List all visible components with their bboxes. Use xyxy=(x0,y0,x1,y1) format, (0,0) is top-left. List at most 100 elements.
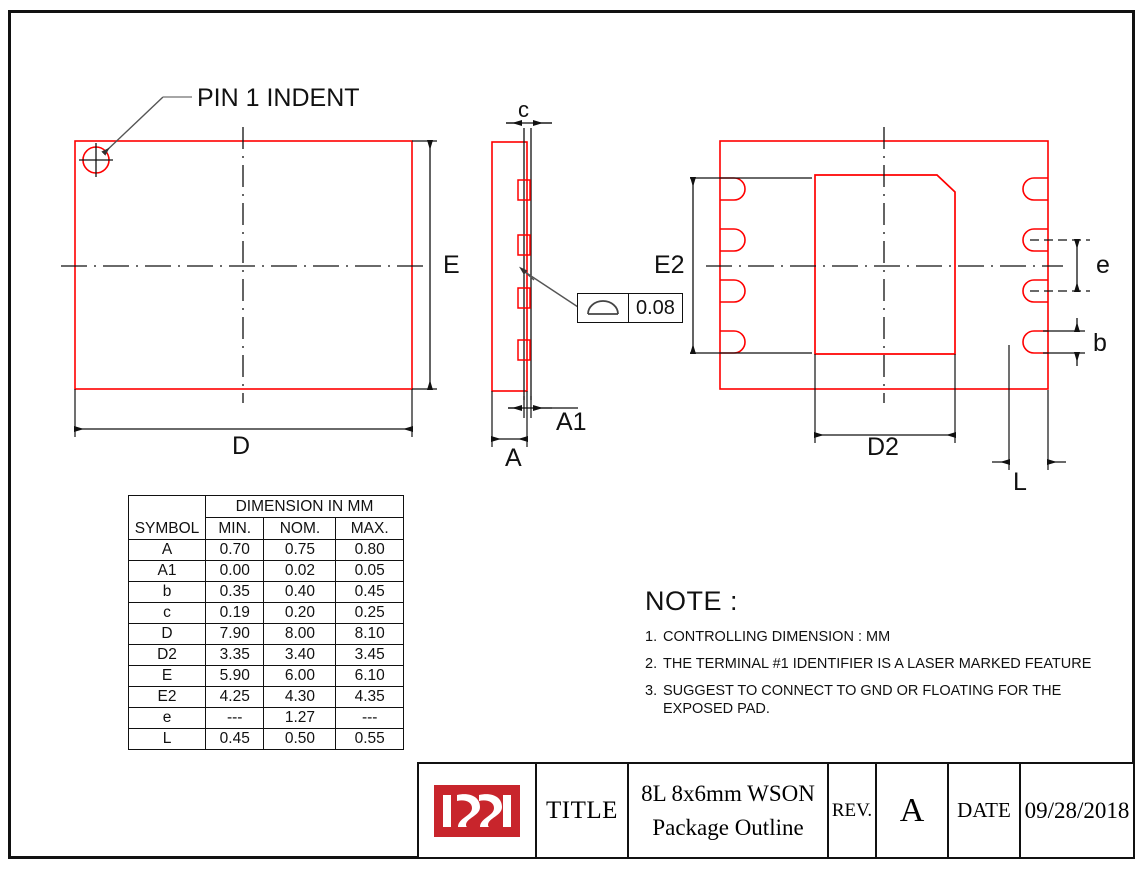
bottom-view-D2-dimension-label: D2 xyxy=(867,433,899,461)
table-cell-max: 0.05 xyxy=(335,560,404,582)
table-cell-symbol: D2 xyxy=(128,644,206,666)
issi-logo xyxy=(434,784,520,837)
top-view-E-dimension-label: E xyxy=(443,251,460,279)
title-line-1: 8L 8x6mm WSON xyxy=(641,781,815,807)
table-cell-symbol: E xyxy=(128,665,206,687)
table-cell-max: 8.10 xyxy=(335,623,404,645)
note-text: SUGGEST TO CONNECT TO GND OR FLOATING FO… xyxy=(663,683,1062,718)
table-cell-symbol: L xyxy=(128,728,206,750)
date-value-cell: 09/28/2018 xyxy=(1021,764,1133,857)
table-cell-min: 5.90 xyxy=(204,665,265,687)
table-cell-max: 0.80 xyxy=(335,539,404,561)
title-label: TITLE xyxy=(546,796,618,824)
table-cell-min: 0.00 xyxy=(204,560,265,582)
table-cell-min: 0.35 xyxy=(204,581,265,603)
date-label-cell: DATE xyxy=(949,764,1021,857)
table-cell-max: 4.35 xyxy=(335,686,404,708)
note-item: 3. SUGGEST TO CONNECT TO GND OR FLOATING … xyxy=(645,682,1115,718)
rev-label: REV. xyxy=(831,799,873,821)
table-cell-max: 3.45 xyxy=(335,644,404,666)
table-cell-min: 4.25 xyxy=(204,686,265,708)
note-text: THE TERMINAL #1 IDENTIFIER IS A LASER MA… xyxy=(663,656,1092,673)
side-view-A1-dimension-label: A1 xyxy=(556,408,587,436)
table-cell-symbol: A1 xyxy=(128,560,206,582)
table-cell-nom: 4.30 xyxy=(263,686,337,708)
table-cell-symbol: b xyxy=(128,581,206,603)
table-cell-symbol: E2 xyxy=(128,686,206,708)
table-header-min: MIN. xyxy=(204,517,265,540)
profile-arc-icon xyxy=(578,294,629,322)
table-header-group: DIMENSION IN MM xyxy=(205,495,404,518)
note-number: 2. xyxy=(645,656,658,673)
top-view-D-dimension-label: D xyxy=(232,432,251,460)
table-cell-symbol: D xyxy=(128,623,206,645)
rev-label-cell: REV. xyxy=(829,764,877,857)
title-block-logo-cell xyxy=(419,764,537,857)
table-cell-nom: 6.00 xyxy=(263,665,337,687)
table-cell-max: 0.25 xyxy=(335,602,404,624)
table-cell-max: --- xyxy=(335,707,404,729)
bottom-view-E2-dimension-label: E2 xyxy=(654,251,685,279)
date-label: DATE xyxy=(957,798,1011,822)
title-block: TITLE 8L 8x6mm WSON Package Outline REV.… xyxy=(417,762,1135,859)
bottom-view-b-width-label: b xyxy=(1093,329,1107,357)
table-cell-min: 0.45 xyxy=(204,728,265,750)
side-view-A-dimension-label: A xyxy=(505,444,522,472)
notes-block: NOTE : 1. CONTROLLING DIMENSION : MM 2. THE… xyxy=(645,586,1115,728)
title-label-cell: TITLE xyxy=(537,764,629,857)
bottom-view-e-pitch-label: e xyxy=(1096,251,1110,279)
pin1-indent-callout-label: PIN 1 INDENT xyxy=(197,84,360,112)
rev-value: A xyxy=(899,791,925,829)
table-cell-nom: 0.75 xyxy=(263,539,337,561)
note-number: 1. xyxy=(645,629,658,645)
table-cell-nom: 1.27 xyxy=(263,707,337,729)
table-cell-symbol: c xyxy=(128,602,206,624)
tolerance-feature-control-frame: 0.08 xyxy=(577,293,683,323)
rev-value-cell: A xyxy=(877,764,949,857)
date-value: 09/28/2018 xyxy=(1024,797,1130,823)
note-number: 3. xyxy=(645,683,658,700)
table-cell-nom: 8.00 xyxy=(263,623,337,645)
notes-title: NOTE : xyxy=(645,586,739,616)
notes-list: 1. CONTROLLING DIMENSION : MM 2. THE TERMIN… xyxy=(645,628,1115,719)
table-cell-min: 7.90 xyxy=(204,623,265,645)
table-cell-nom: 0.02 xyxy=(263,560,337,582)
side-view-c-dimension-label: c xyxy=(518,97,529,122)
table-cell-nom: 0.40 xyxy=(263,581,337,603)
table-cell-max: 0.45 xyxy=(335,581,404,603)
table-row: e---1.27--- xyxy=(128,707,404,729)
table-header-max: MAX. xyxy=(335,517,404,540)
table-cell-min: 3.35 xyxy=(204,644,265,666)
bottom-view-L-length-label: L xyxy=(1013,468,1027,496)
table-header-row-1: SYMBOL DIMENSION IN MM xyxy=(128,495,404,540)
title-line-2: Package Outline xyxy=(652,814,804,840)
table-header-symbol: SYMBOL xyxy=(128,495,206,540)
table-header-nom: NOM. xyxy=(263,517,337,540)
table-cell-symbol: e xyxy=(128,707,206,729)
title-text-cell: 8L 8x6mm WSON Package Outline xyxy=(629,764,829,857)
note-item: 2. THE TERMINAL #1 IDENTIFIER IS A LASER … xyxy=(645,655,1115,673)
table-cell-symbol: A xyxy=(128,539,206,561)
note-text: CONTROLLING DIMENSION : MM xyxy=(663,629,891,645)
tolerance-value: 0.08 xyxy=(636,296,675,319)
table-cell-nom: 0.50 xyxy=(263,728,337,750)
dimension-table-head: SYMBOL DIMENSION IN MM MIN. NOM. MAX. xyxy=(128,495,404,540)
table-cell-min: 0.19 xyxy=(204,602,265,624)
table-cell-max: 0.55 xyxy=(335,728,404,750)
table-cell-nom: 3.40 xyxy=(263,644,337,666)
table-cell-min: 0.70 xyxy=(204,539,265,561)
table-cell-nom: 0.20 xyxy=(263,602,337,624)
note-item: 1. CONTROLLING DIMENSION : MM xyxy=(645,628,1115,646)
